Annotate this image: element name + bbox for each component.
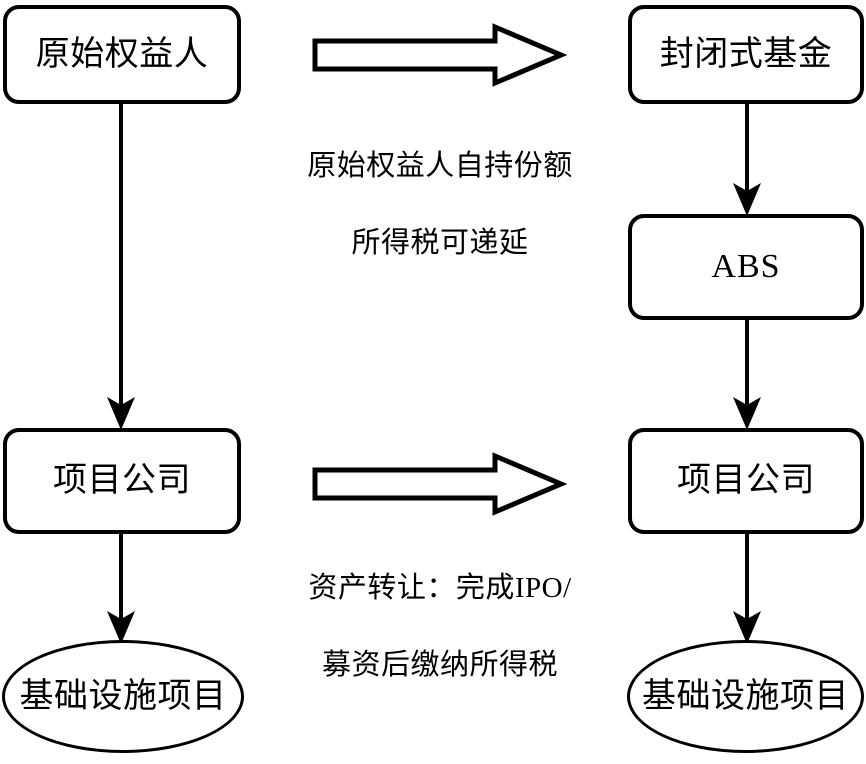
block-arrow-right-icon-bottom [312,452,568,516]
transition-caption-top-line1: 原始权益人自持份额 [307,149,573,182]
connector-closed-end-fund-to-abs [727,102,767,216]
node-infrastructure-project-right[interactable]: 基础设施项目 [627,640,864,753]
connector-original-equity-holder-to-project-company-left [101,102,141,430]
node-original-equity-holder[interactable]: 原始权益人 [3,5,241,104]
node-label: 基础设施项目 [19,677,227,715]
node-label: 封闭式基金 [659,35,833,73]
node-project-company-right[interactable]: 项目公司 [628,428,864,534]
node-infrastructure-project-left[interactable]: 基础设施项目 [2,640,244,753]
transition-caption-top-line2: 所得税可递延 [351,226,529,259]
node-label: 项目公司 [53,462,191,500]
node-label: 基础设施项目 [642,677,849,715]
connector-project-company-left-to-infrastructure-left [101,532,141,644]
node-label: ABS [711,248,781,286]
transition-caption-bottom-line2: 募资后缴纳所得税 [321,648,558,681]
node-abs[interactable]: ABS [628,214,864,320]
connector-project-company-right-to-infrastructure-right [727,532,767,644]
transition-caption-top: 原始权益人自持份额 所得税可递延 [275,108,605,301]
node-label: 原始权益人 [35,35,209,73]
transition-caption-bottom-line1: 资产转让：完成IPO/ [308,571,572,604]
node-project-company-left[interactable]: 项目公司 [3,428,241,534]
node-label: 项目公司 [677,462,815,500]
node-closed-end-fund[interactable]: 封闭式基金 [628,5,864,104]
connector-abs-to-project-company-right [727,318,767,430]
block-arrow-right-icon-top [312,23,568,87]
transition-caption-bottom: 资产转让：完成IPO/ 募资后缴纳所得税 [275,530,605,723]
